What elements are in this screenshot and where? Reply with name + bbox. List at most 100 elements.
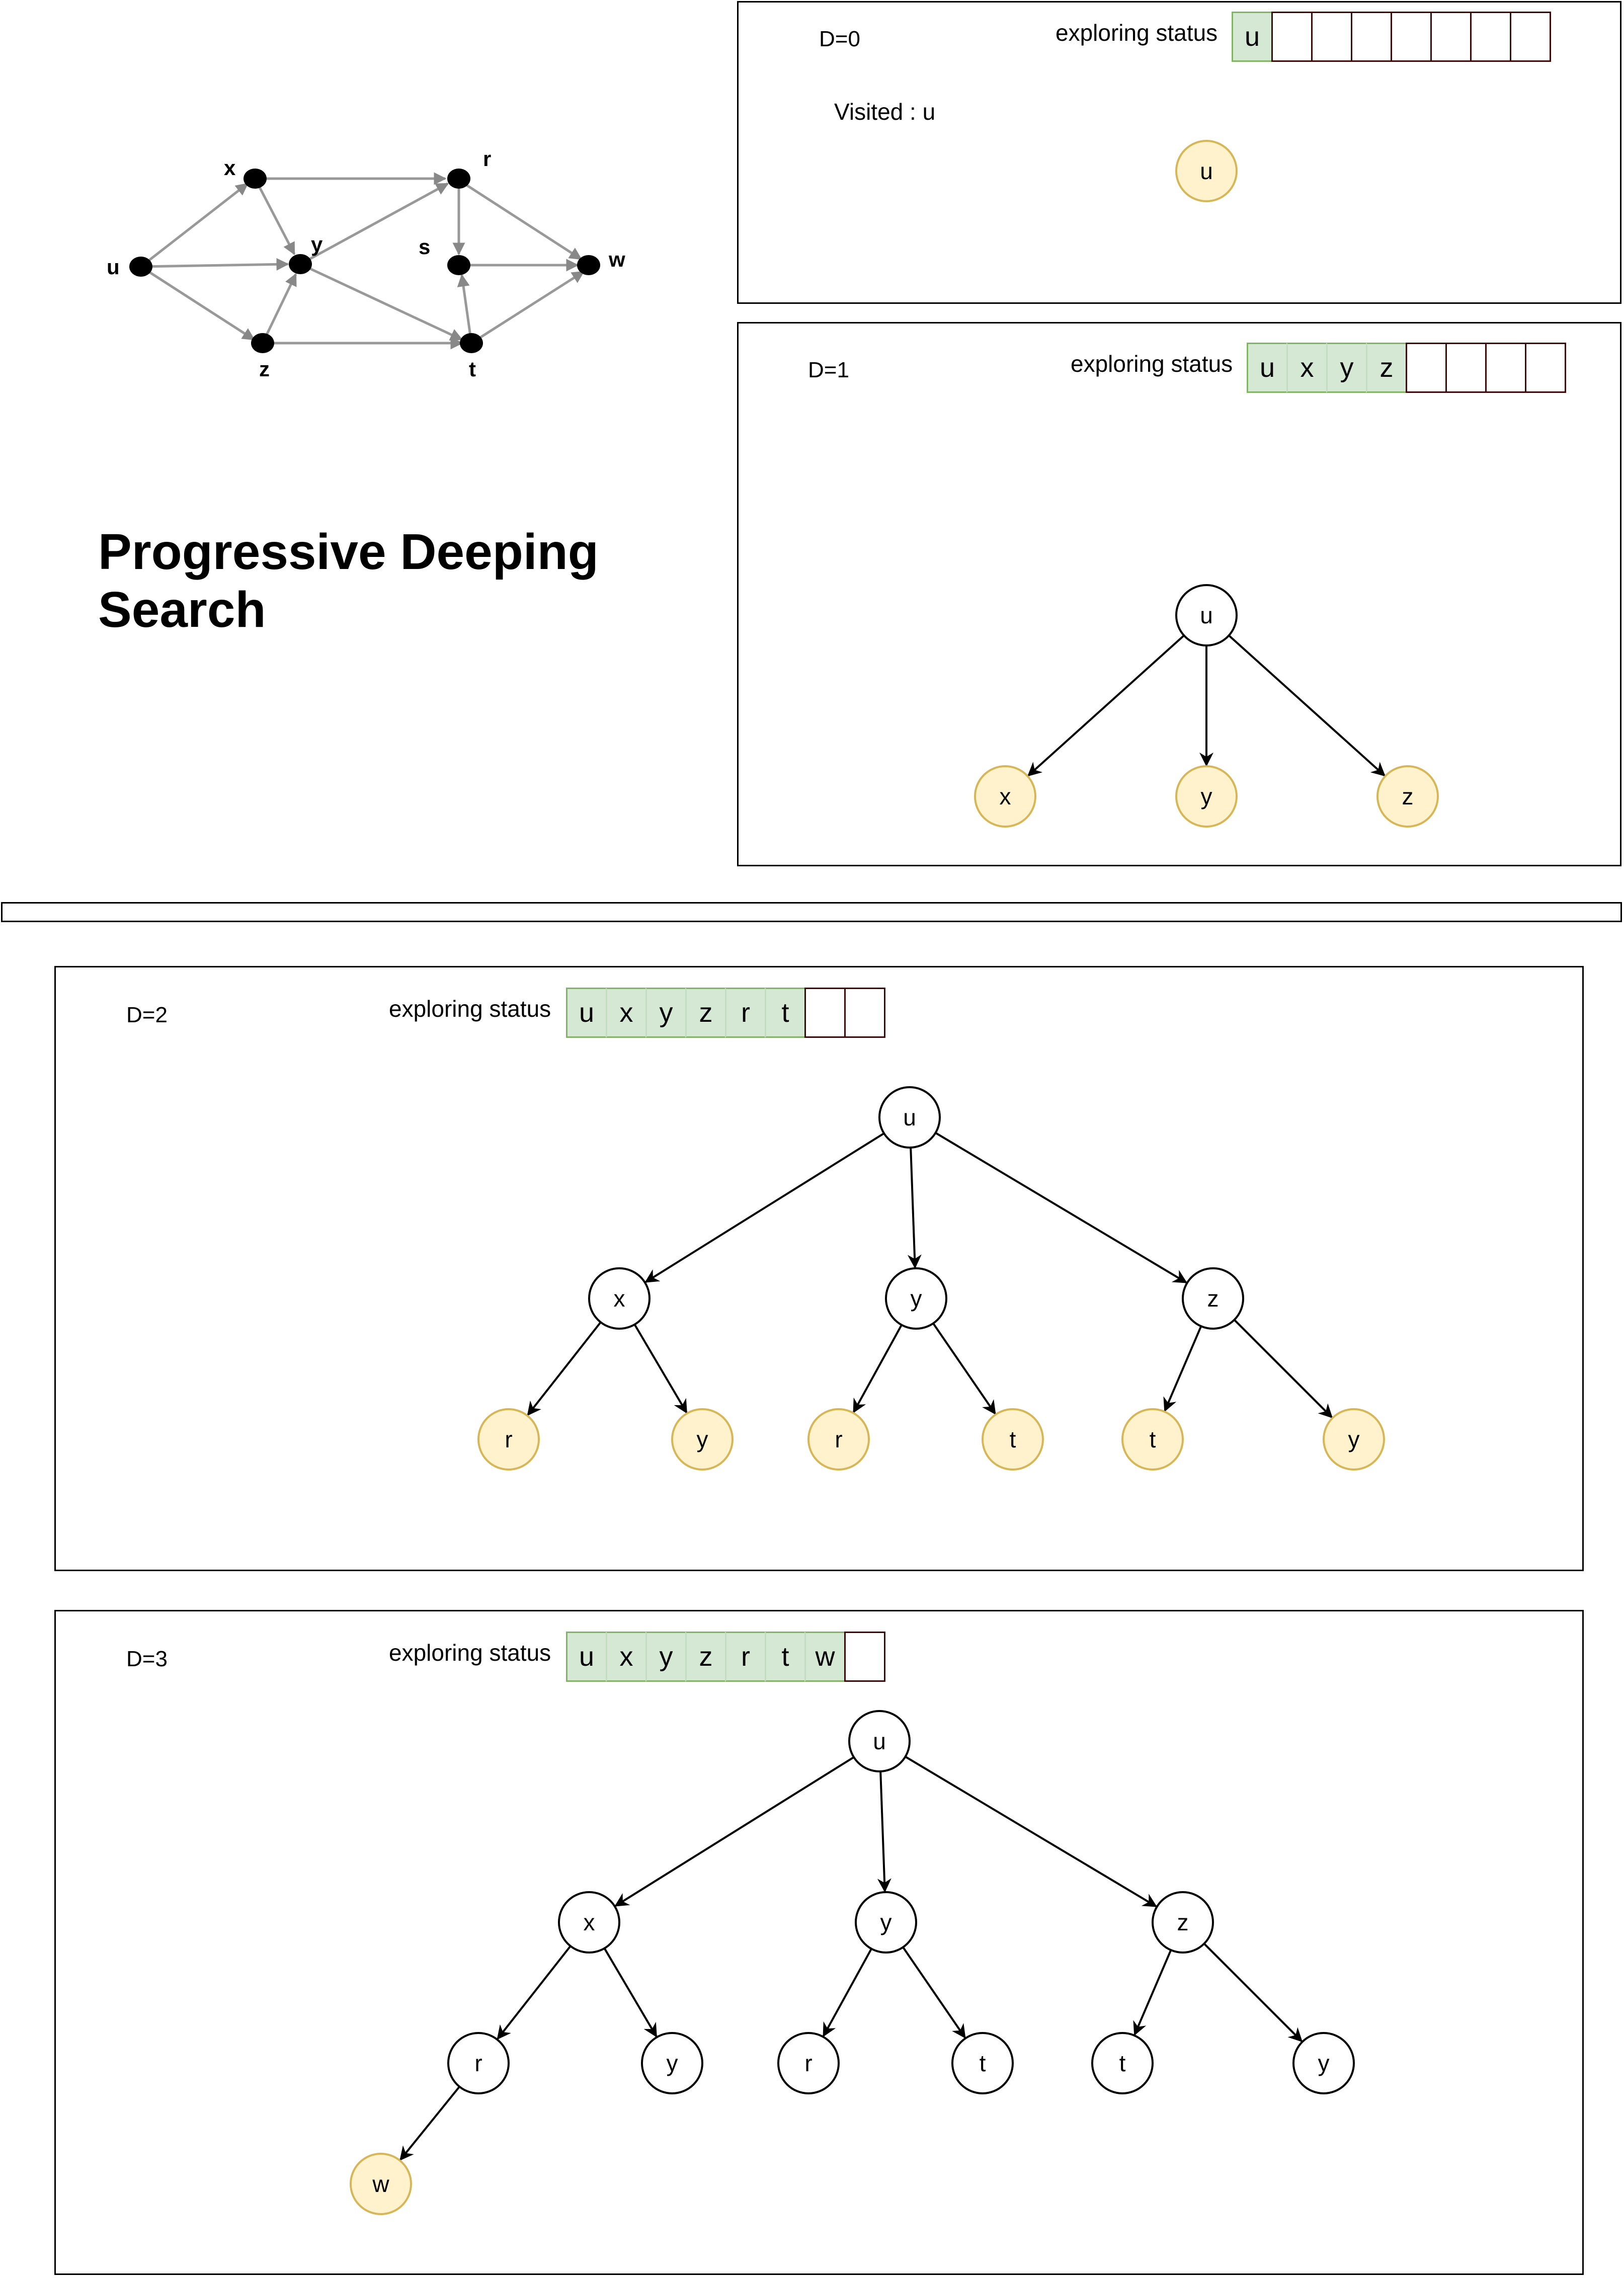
status-cell: u xyxy=(566,1632,607,1682)
status-cell: z xyxy=(685,988,726,1038)
tree-node-circle xyxy=(848,1710,911,1772)
tree-node-z: z xyxy=(1152,1891,1214,1954)
tree-node-y: y xyxy=(885,1267,947,1330)
tree-node-circle xyxy=(807,1408,870,1471)
tree-node-label: t xyxy=(1010,1426,1016,1452)
graph-node-r xyxy=(447,169,470,189)
depth-label: D=1 xyxy=(808,358,849,382)
tree-node-y: y xyxy=(1292,2032,1355,2094)
tree-edge xyxy=(614,1756,855,1907)
depth-label: D=0 xyxy=(819,27,860,51)
graph-node-w xyxy=(577,255,600,275)
tree-edge xyxy=(907,1147,922,1269)
tree-node-circle xyxy=(1152,1891,1214,1954)
tree-node-circle xyxy=(1376,765,1439,828)
tree-node-label: y xyxy=(667,2050,678,2076)
graph-node-s xyxy=(447,255,470,275)
title-line-2: Search xyxy=(98,582,266,638)
tree-node-u: u xyxy=(848,1710,911,1772)
tree-node-circle xyxy=(982,1408,1044,1471)
graph-edge-y-t xyxy=(299,263,463,341)
graph-edge-r-w xyxy=(458,179,583,261)
tree-node-label: y xyxy=(911,1285,922,1312)
status-cell: u xyxy=(566,988,607,1038)
status-cell: w xyxy=(804,1632,846,1682)
graph-label-w: w xyxy=(608,248,625,271)
depth-label: D=3 xyxy=(126,1647,168,1671)
tree-node-y: y xyxy=(671,1408,734,1471)
status-cell: r xyxy=(725,1632,766,1682)
tree-node-label: w xyxy=(372,2171,389,2197)
status-cell: z xyxy=(685,1632,726,1682)
tree-node-circle xyxy=(350,2153,412,2215)
tree-node-circle xyxy=(671,1408,734,1471)
tree-node-label: r xyxy=(474,2050,482,2076)
tree-node-y: y xyxy=(855,1891,917,1954)
exploring-status-row: u xyxy=(1232,12,1551,62)
graph-node-t xyxy=(460,333,483,353)
status-cell xyxy=(1510,12,1551,62)
status-cell xyxy=(844,988,885,1038)
tree-edge xyxy=(1133,1949,1172,2036)
tree-node-circle xyxy=(447,2032,510,2094)
tree-node-label: z xyxy=(1177,1909,1189,1935)
status-cell: z xyxy=(1366,343,1407,393)
tree-node-x: x xyxy=(588,1267,651,1330)
graph-edge-u-y xyxy=(140,258,289,271)
tree-node-circle xyxy=(477,1408,540,1471)
tree-node-circle xyxy=(885,1267,947,1330)
tree-node-t: t xyxy=(1121,1408,1184,1471)
search-tree: u xyxy=(1175,140,1238,202)
status-cell xyxy=(1525,343,1566,393)
tree-edge xyxy=(497,1945,572,2040)
tree-node-circle xyxy=(951,2032,1014,2094)
title-line-1: Progressive Deeping xyxy=(98,524,599,580)
tree-node-label: y xyxy=(697,1426,708,1452)
tree-node-circle xyxy=(878,1086,941,1149)
tree-node-label: u xyxy=(1200,602,1213,628)
tree-node-u: u xyxy=(878,1086,941,1149)
tree-edge xyxy=(1228,634,1386,777)
tree-node-circle xyxy=(1292,2032,1355,2094)
original-graph: x r u y s w z t xyxy=(107,147,625,381)
graph-node-y xyxy=(289,254,312,274)
tree-node-circle xyxy=(558,1891,620,1954)
status-cell xyxy=(1311,12,1352,62)
tree-node-circle xyxy=(1121,1408,1184,1471)
status-cell: x xyxy=(606,988,647,1038)
graph-edge-u-x xyxy=(140,183,249,268)
exploring-status-label: exploring status xyxy=(1055,20,1218,46)
tree-node-r: r xyxy=(777,2032,840,2094)
status-cell xyxy=(844,1632,885,1682)
graph-label-u: u xyxy=(107,255,120,279)
graph-label-s: s xyxy=(419,235,430,259)
tree-node-circle xyxy=(1175,765,1238,828)
tree-edge xyxy=(823,1948,872,2038)
tree-edge xyxy=(1163,1326,1202,1412)
tree-node-t: t xyxy=(982,1408,1044,1471)
tree-node-circle xyxy=(1175,140,1238,202)
tree-node-label: x xyxy=(584,1909,595,1935)
status-cell: r xyxy=(725,988,766,1038)
tree-node-t: t xyxy=(1091,2032,1154,2094)
tree-node-circle xyxy=(855,1891,917,1954)
tree-edge xyxy=(1203,1943,1303,2043)
status-cell: x xyxy=(1286,343,1328,393)
tree-edge xyxy=(935,1132,1188,1283)
status-cell xyxy=(804,988,846,1038)
tree-node-y: y xyxy=(1175,765,1238,828)
tree-node-label: t xyxy=(1119,2050,1126,2076)
tree-edge xyxy=(932,1323,996,1415)
tree-edge xyxy=(905,1756,1158,1907)
tree-node-u: u xyxy=(1175,584,1238,646)
graph-edge-u-z xyxy=(140,265,256,341)
graph-label-z: z xyxy=(259,357,270,381)
tree-edge xyxy=(902,1946,966,2039)
tree-node-label: u xyxy=(873,1728,886,1754)
graph-label-x: x xyxy=(224,156,236,180)
tree-node-circle xyxy=(1175,584,1238,646)
